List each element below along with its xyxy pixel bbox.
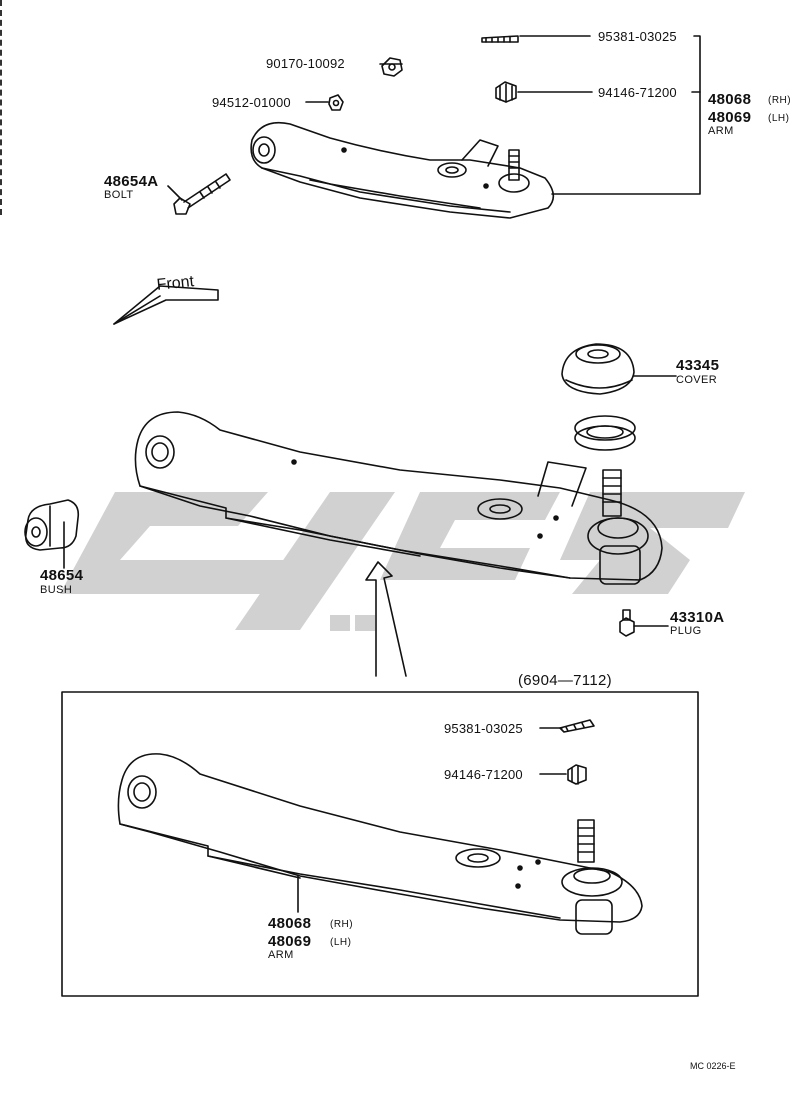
label-94146-box: 94146-71200 bbox=[444, 767, 523, 782]
box-arm bbox=[117, 753, 643, 935]
middle-spring-clip bbox=[574, 415, 636, 451]
label-date-range: (6904—7112) bbox=[518, 672, 612, 689]
label-arm-lh-box: 48069 bbox=[268, 933, 312, 950]
bracket-arm-top bbox=[551, 35, 701, 195]
label-arm-rh-side-box: (RH) bbox=[330, 919, 354, 930]
box-castle-nut bbox=[567, 764, 587, 785]
label-bolt-desc: BOLT bbox=[104, 189, 134, 201]
label-90170: 90170-10092 bbox=[266, 56, 345, 71]
label-diagram-code: MC 0226-E bbox=[690, 1061, 736, 1071]
top-nut-90170 bbox=[381, 57, 403, 77]
label-arm-desc-top: ARM bbox=[708, 125, 734, 137]
top-cotter-pin bbox=[481, 35, 519, 43]
label-94512: 94512-01000 bbox=[212, 95, 291, 110]
label-arm-lh-top: 48069 bbox=[708, 109, 752, 126]
label-arm-rh-box: 48068 bbox=[268, 915, 312, 932]
front-arrow bbox=[113, 285, 219, 325]
middle-plug bbox=[619, 609, 635, 637]
top-bolt-48654a bbox=[173, 173, 231, 215]
label-arm-rh-top: 48068 bbox=[708, 91, 752, 108]
label-48654: 48654 bbox=[40, 567, 84, 584]
label-43345: 43345 bbox=[676, 357, 720, 374]
page-edge-dash bbox=[0, 0, 4, 215]
label-95381-top: 95381-03025 bbox=[598, 29, 677, 44]
middle-cover bbox=[561, 343, 635, 395]
top-nut-94512 bbox=[328, 94, 344, 111]
label-arm-rh-side-top: (RH) bbox=[768, 95, 792, 106]
watermark-logo bbox=[60, 492, 745, 631]
label-43310a: 43310A bbox=[670, 609, 725, 626]
label-plug-desc: PLUG bbox=[670, 625, 702, 637]
label-arm-lh-side-box: (LH) bbox=[330, 937, 352, 948]
label-94146-top: 94146-71200 bbox=[598, 85, 677, 100]
label-cover-desc: COVER bbox=[676, 374, 718, 386]
variant-box-frame bbox=[61, 691, 699, 997]
label-48654a: 48654A bbox=[104, 173, 159, 190]
up-arrow bbox=[365, 561, 407, 677]
label-arm-lh-side-top: (LH) bbox=[768, 113, 790, 124]
label-arm-desc-box: ARM bbox=[268, 949, 294, 961]
middle-bush bbox=[24, 499, 80, 551]
label-95381-box: 95381-03025 bbox=[444, 721, 523, 736]
top-arm bbox=[250, 121, 555, 219]
leader-48654a bbox=[167, 185, 183, 201]
middle-arm bbox=[134, 411, 663, 585]
label-bush-desc: BUSH bbox=[40, 584, 73, 596]
top-castle-nut bbox=[495, 81, 517, 103]
box-cotter-pin bbox=[559, 719, 595, 733]
